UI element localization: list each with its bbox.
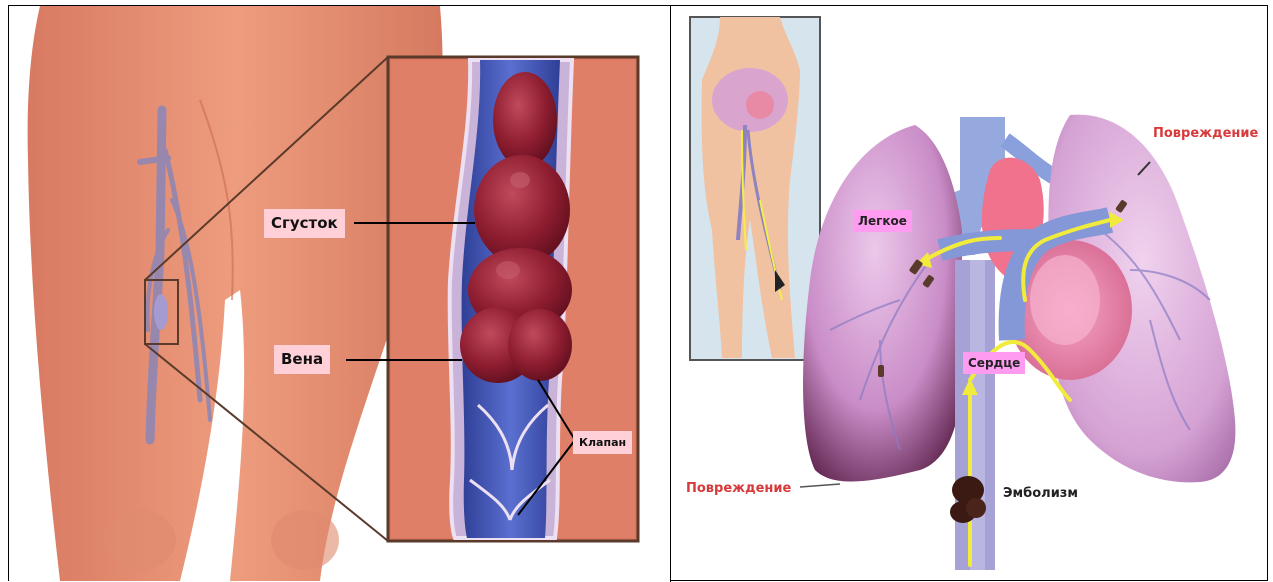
zoom-inset: [388, 57, 638, 541]
left-lung: [803, 125, 962, 482]
label-valve: Клапан: [573, 431, 632, 454]
left-thigh-illustration: [9, 6, 670, 581]
label-damage-top: Повреждение: [1153, 127, 1258, 140]
label-heart: Сердце: [963, 352, 1025, 374]
label-clot: Сгусток: [264, 209, 345, 238]
label-lung: Легкое: [853, 210, 912, 232]
body-inset: [690, 17, 820, 360]
label-damage-bottom: Повреждение: [686, 482, 791, 495]
label-vein: Вена: [274, 345, 330, 374]
label-embolism: Эмболизм: [1003, 487, 1078, 500]
